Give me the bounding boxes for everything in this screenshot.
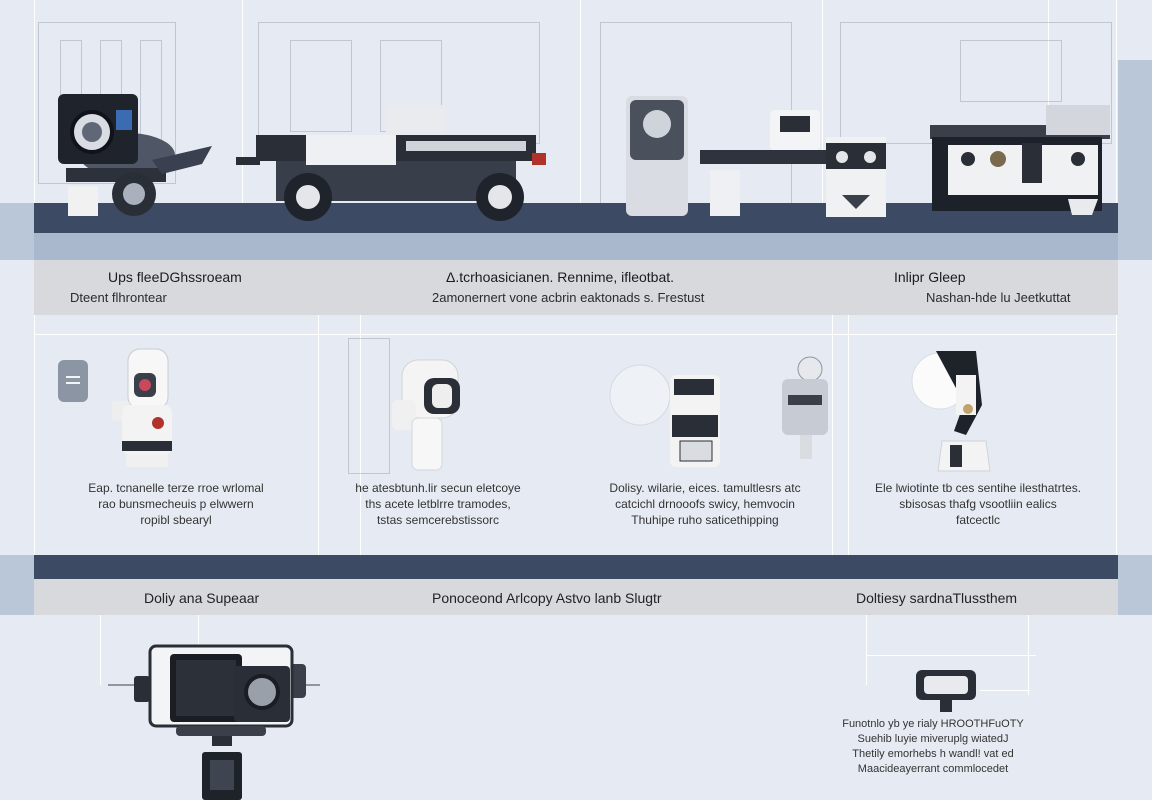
control-panel-icon [58,360,88,402]
bottom-note-line-4: Maacideayerrant commlocedet [857,763,1009,775]
bottom-note: Funotnlo yb ye rialy HROOTHFuOTY Suehib … [830,717,1036,777]
lower-dark-band [34,555,1118,579]
heading-2-title: Δ.tcrhoasicianen. Rennime, ifleotbat. [446,269,675,285]
heading-1-subtitle: Dteent flhrontear [70,290,167,305]
bottom-note-line-1: Funotnlo yb ye rialy HROOTHFuOTY [842,718,1024,730]
bottom-note-line-3: Thetily emorhebs h wandl! vat ed [852,748,1014,760]
humanoid-robot-device [112,348,172,467]
description-2-line-1: he atesbtunh.lir secun eletcoye [355,481,521,495]
description-3-line-1: Dolisy. wilarie, eices. tamultlesrs atc [609,481,801,495]
monitor-camera-device [108,644,320,800]
camera-rig-device [58,94,212,216]
dome-sensor-device [911,351,991,472]
left-accent-bottom [0,555,34,615]
description-1: Eap. tcnanelle terze rroe wrlomal rao bu… [58,480,294,528]
heading-1-title: Ups fleeDGhssroeam [108,269,242,285]
description-4-line-3: fatcectlc [955,513,1000,527]
description-2-line-2: ths acete letblrre tramodes, [365,497,511,511]
heading-3-subtitle: Nashan-hde lu Jeetkuttat [926,290,1071,305]
description-4-line-2: sbisosas thafg vsootliin ealics [899,497,1057,511]
heading-3-title: Inlipr Gleep [894,269,966,285]
description-2: he atesbtunh.lir secun eletcoye ths acet… [318,480,558,528]
description-1-line-1: Eap. tcnanelle terze rroe wrlomal [88,481,264,495]
bottom-note-line-2: Suehib luyie miveruplg wiatedJ [857,733,1009,745]
left-accent-top [0,203,34,260]
scanner-unit-device [609,356,828,467]
description-3: Dolisy. wilarie, eices. tamultlesrs atc … [580,480,830,528]
description-4-line-1: Ele lwiotinte tb ces sentihe ilesthatrte… [874,481,1082,495]
footer-label-2: Ponoceond Arlcopy Astvo lanb Slugtr [432,590,662,606]
footer-label-1: Doliy ana Supeaar [144,590,260,606]
heading-2-subtitle: 2amonernert vone acbrin eaktonads s. Fre… [432,290,705,305]
footer-label-3: Doltiesy sardnaTlussthem [856,590,1018,606]
description-2-line-3: tstas semcerebstissorc [376,513,500,527]
arm-unit-device [626,96,830,216]
sensor-array-device [826,105,1110,217]
right-accent-bottom [1118,555,1152,615]
description-1-line-3: ropibl sbearyl [140,513,212,527]
description-3-line-3: Thuhipe ruho saticethipping [631,513,779,527]
top-caption-band [34,260,1118,315]
gimbal-camera-device [392,359,460,471]
compact-sensor-device [916,670,976,712]
description-3-line-2: catcichl drnooofs swicy, hemvocin [615,497,795,511]
vehicle-platform-device [236,105,546,221]
description-4: Ele lwiotinte tb ces sentihe ilesthatrte… [850,480,1106,528]
right-accent-top [1118,60,1152,260]
footer-caption-band [34,579,1118,615]
top-light-band [34,233,1118,260]
description-1-line-2: rao bunsmecheuis p elwwern [98,497,254,511]
